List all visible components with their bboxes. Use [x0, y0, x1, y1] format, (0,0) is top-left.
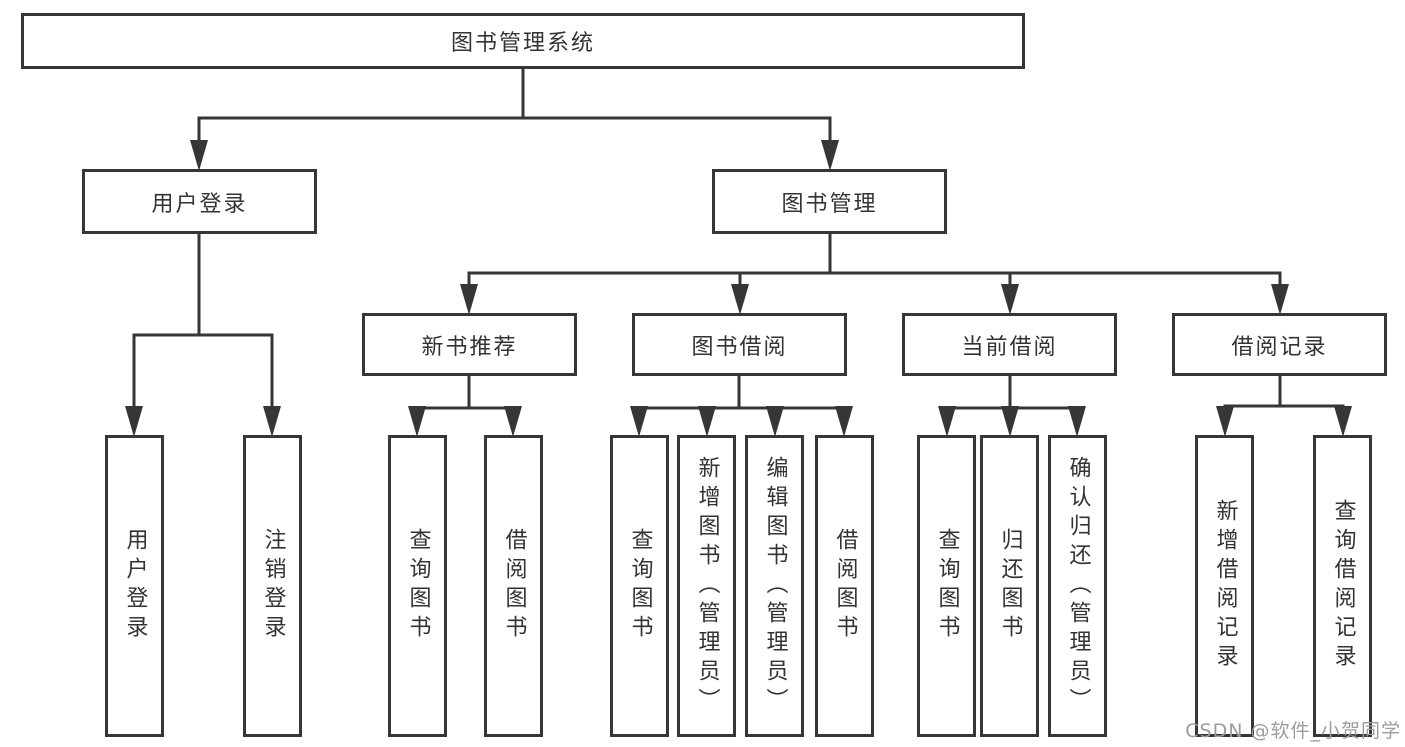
node-borrowing-records: 借阅记录	[1172, 313, 1387, 376]
node-user-login: 用户登录	[82, 169, 317, 234]
node-book-management: 图书管理	[712, 169, 947, 234]
node-library-management-system: 图书管理系统	[21, 13, 1025, 69]
node-book-borrowing: 图书借阅	[632, 313, 847, 376]
leaf-edit-books-admin: 编辑图书（管理员）	[745, 435, 804, 737]
leaf-borrow-books-recommend: 借阅图书	[484, 435, 543, 737]
leaf-confirm-return-admin: 确认归还（管理员）	[1048, 435, 1107, 737]
leaf-query-books-borrowing: 查询图书	[610, 435, 669, 737]
node-new-book-recommendation: 新书推荐	[362, 313, 577, 376]
leaf-add-books-admin: 新增图书（管理员）	[677, 435, 736, 737]
tree-edges	[132, 67, 1345, 414]
node-current-borrowing: 当前借阅	[902, 313, 1117, 376]
csdn-watermark: CSDN @软件_小贺同学	[1185, 720, 1401, 742]
leaf-query-books-current: 查询图书	[917, 435, 976, 737]
leaf-query-borrow-record: 查询借阅记录	[1313, 435, 1372, 737]
leaf-add-borrow-record: 新增借阅记录	[1195, 435, 1254, 737]
leaf-return-books: 归还图书	[980, 435, 1039, 737]
leaf-logout: 注销登录	[243, 435, 302, 737]
leaf-borrow-books: 借阅图书	[815, 435, 874, 737]
leaf-query-books-recommend: 查询图书	[388, 435, 447, 737]
arrowheads	[125, 140, 1352, 437]
leaf-user-login: 用户登录	[105, 435, 164, 737]
